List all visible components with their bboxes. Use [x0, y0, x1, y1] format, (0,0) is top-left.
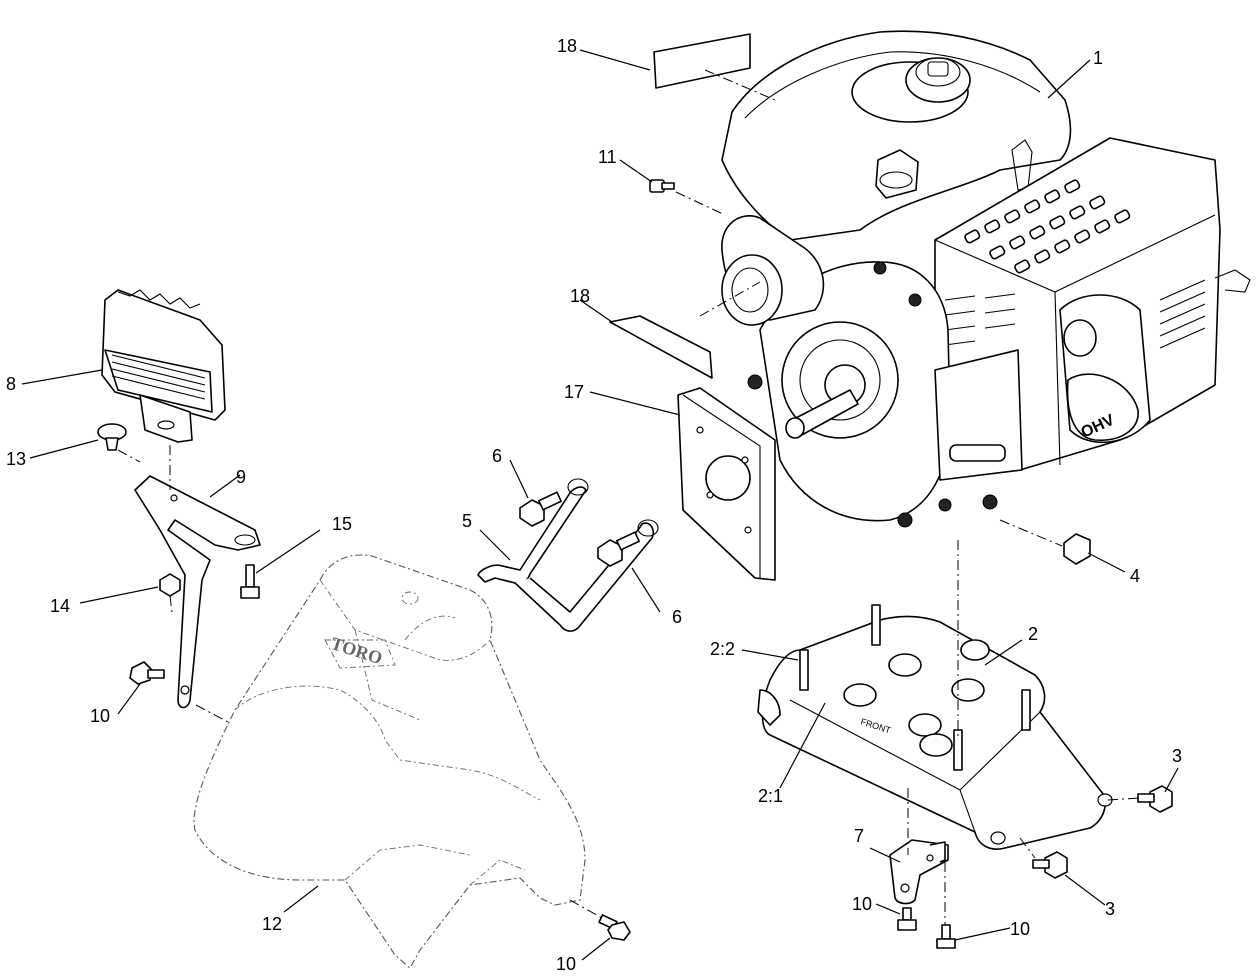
screw-10b	[598, 914, 631, 941]
screw-15	[240, 564, 260, 599]
callout-3-right: 3	[1172, 746, 1182, 766]
decal-top	[653, 33, 751, 89]
bolt-3b	[1032, 851, 1068, 879]
engine-assembly: OHV	[721, 30, 1251, 528]
screw-10c	[897, 907, 917, 931]
callout-10-left: 10	[90, 706, 110, 726]
callout-labels: 1 18 11 18 17 6 5 6 4 2 2:2 2:1 3 3 7 10…	[6, 36, 1182, 974]
callout-11: 11	[598, 147, 617, 167]
callout-3-bottom: 3	[1105, 899, 1115, 919]
screw-10d	[936, 924, 956, 949]
callout-9: 9	[236, 467, 246, 487]
callout-10-right: 10	[1010, 919, 1030, 939]
headlight	[101, 289, 226, 443]
callout-12: 12	[262, 914, 282, 934]
callout-15: 15	[332, 514, 352, 534]
callout-4: 4	[1130, 566, 1140, 586]
callout-2-1: 2:1	[758, 786, 783, 806]
alignment-lines	[117, 69, 1141, 925]
support-rod	[477, 478, 659, 632]
callout-5: 5	[462, 511, 472, 531]
callout-13: 13	[6, 449, 26, 469]
cover-vents	[964, 179, 1131, 274]
screw-11	[649, 179, 675, 193]
bolt-6b	[597, 531, 640, 567]
callout-18-side: 18	[570, 286, 590, 306]
engine-base: FRONT	[757, 604, 1113, 850]
callout-17: 17	[564, 382, 584, 402]
callout-10-bottom: 10	[556, 954, 576, 974]
light-bracket	[134, 475, 261, 709]
callout-6-bottom: 6	[672, 607, 682, 627]
bolt-6a	[519, 491, 562, 527]
mounting-plate	[677, 387, 776, 581]
callout-1: 1	[1093, 48, 1103, 68]
screw-10a	[129, 661, 165, 685]
callout-7: 7	[854, 826, 864, 846]
callout-10-bracket: 10	[852, 894, 872, 914]
callout-8: 8	[6, 374, 16, 394]
leader-lines	[21, 49, 1179, 961]
engine-shroud: TORO	[193, 554, 586, 969]
callout-2-2: 2:2	[710, 639, 735, 659]
nut-4	[1063, 533, 1091, 565]
callout-14: 14	[50, 596, 70, 616]
callout-2: 2	[1028, 624, 1038, 644]
bracket-7	[889, 839, 949, 905]
nut-14	[159, 573, 181, 597]
callout-6-top: 6	[492, 446, 502, 466]
callout-18-top: 18	[557, 36, 577, 56]
decal-side	[609, 315, 713, 379]
bolt-3a	[1137, 785, 1173, 813]
plug-13	[97, 423, 127, 451]
